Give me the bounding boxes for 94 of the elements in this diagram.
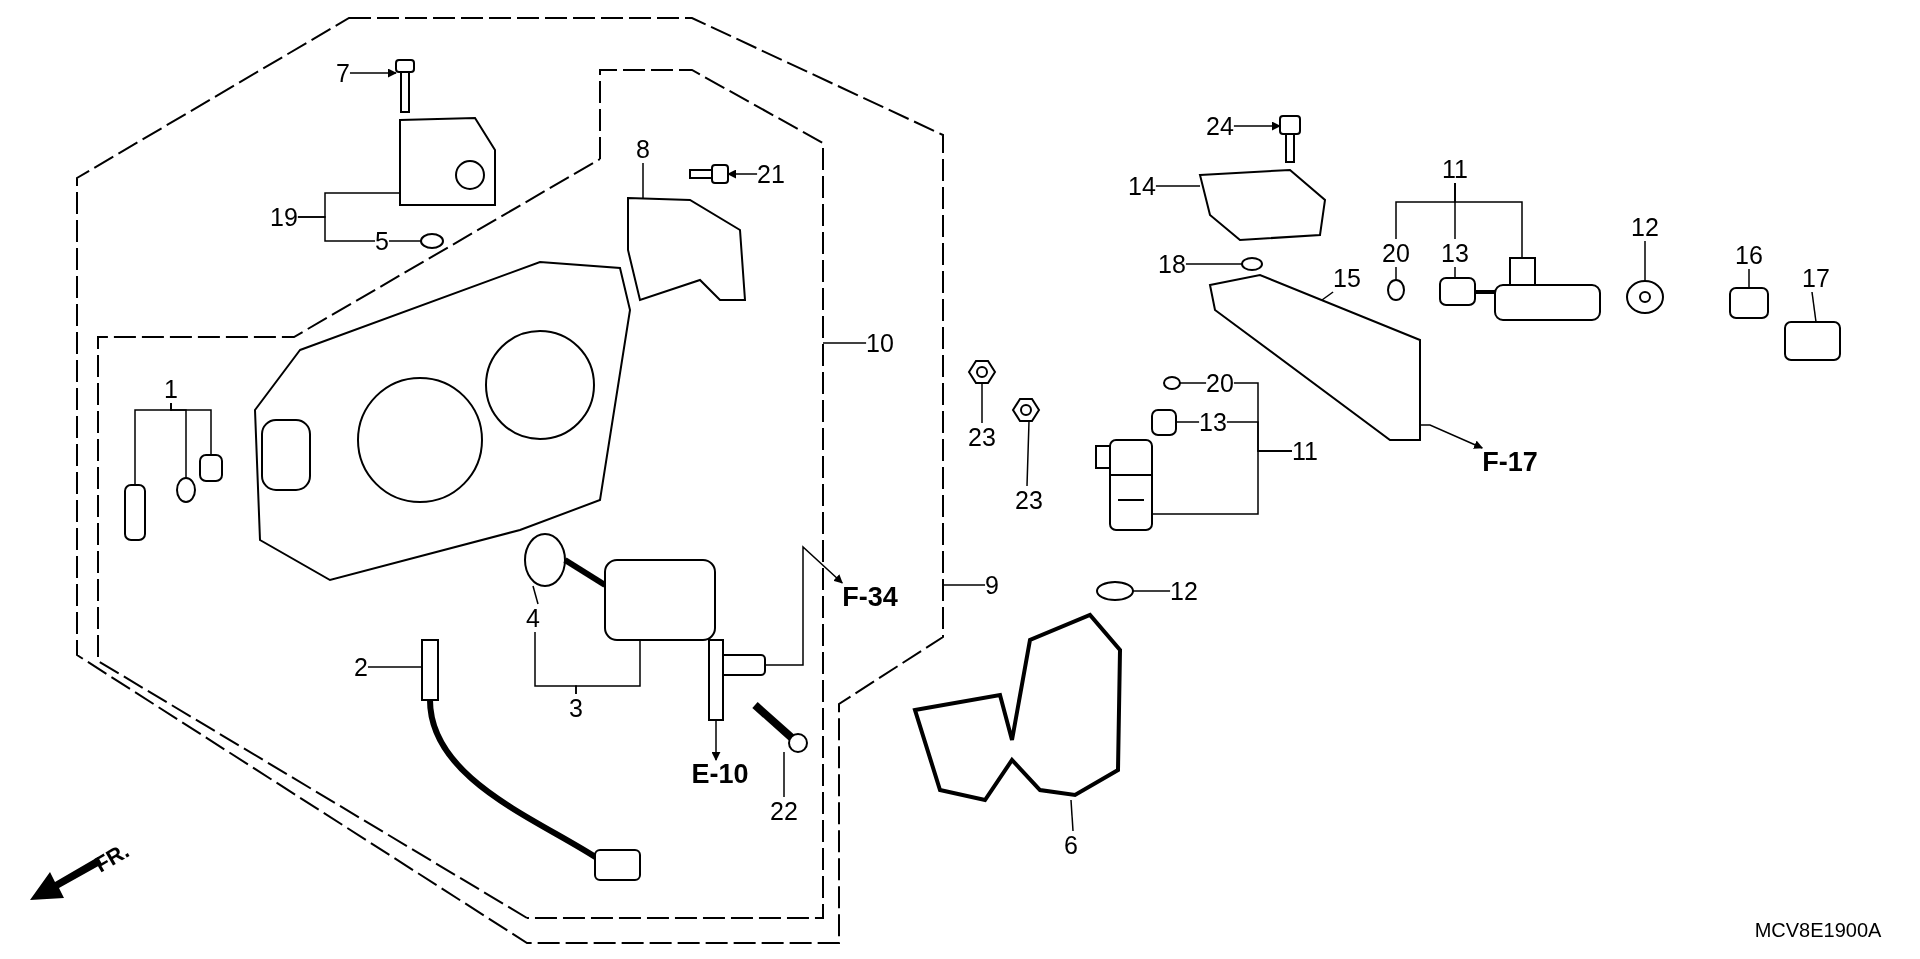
leader-line [367, 666, 423, 668]
leader-line [388, 240, 422, 242]
leader-line [1175, 421, 1200, 423]
bolt-drawing [395, 59, 415, 113]
washer [176, 477, 196, 503]
leader-line [1454, 182, 1523, 259]
callout-number: 21 [757, 160, 785, 188]
callout-number: 20 [1206, 369, 1234, 397]
callout-number: 23 [1015, 486, 1043, 514]
throttle-body-drawing [254, 261, 631, 582]
injector-drawing [1475, 257, 1601, 321]
callout-number: 16 [1735, 241, 1763, 269]
leader-line [1132, 590, 1171, 592]
grommet [1439, 277, 1476, 306]
leader-line [1155, 185, 1201, 187]
o-ring [420, 233, 444, 249]
cap [1729, 287, 1769, 319]
seal-ring-drawing [1096, 581, 1134, 601]
callout-number: 7 [336, 59, 350, 87]
o-ring [1163, 376, 1181, 390]
callout-number: 14 [1128, 172, 1156, 200]
callout-number: 2 [354, 653, 368, 681]
arrow [1233, 121, 1281, 131]
callout-number: 9 [985, 571, 999, 599]
leader-line [170, 402, 212, 456]
reference-label: F-17 [1482, 448, 1538, 476]
cover-drawing [1198, 168, 1327, 242]
diagram-code: MCV8E1900A [1754, 918, 1882, 943]
callout-number: 6 [1064, 831, 1078, 859]
callout-number: 12 [1631, 213, 1659, 241]
callout-number: 11 [1292, 437, 1318, 465]
sensor-drawing [399, 117, 496, 206]
callout-number: 1 [164, 375, 178, 403]
callout-number: 24 [1206, 112, 1234, 140]
washer [1241, 257, 1263, 271]
leader-line [1026, 420, 1030, 487]
leader-line [1454, 266, 1456, 279]
leader-line [942, 584, 986, 586]
leader-line [783, 751, 785, 798]
callout-number: 10 [866, 329, 894, 357]
seal-ring-drawing [1626, 280, 1664, 314]
screw [124, 484, 146, 541]
callout-number: 17 [1802, 264, 1830, 292]
spring [199, 454, 223, 482]
nut-drawing [1011, 398, 1041, 422]
callout-number: 4 [526, 604, 540, 632]
callout-number: 8 [636, 135, 650, 163]
callout-number: 5 [375, 227, 389, 255]
callout-number: 15 [1333, 264, 1361, 292]
valve-drawing [563, 557, 766, 721]
nut-drawing [967, 360, 997, 384]
leader-line [981, 382, 983, 424]
callout-number: 13 [1441, 239, 1469, 267]
callout-number: 13 [1199, 408, 1227, 436]
bracket-drawing [627, 196, 747, 302]
reference-label: F-34 [842, 583, 898, 611]
callout-number: 19 [270, 203, 298, 231]
injector-drawing [1095, 439, 1153, 531]
callout-number: 20 [1382, 239, 1410, 267]
bolt-drawing [752, 702, 808, 753]
leader-line [1395, 266, 1397, 281]
leader-line [1748, 268, 1750, 289]
arrow [1419, 424, 1484, 449]
reference-label: E-10 [691, 760, 749, 788]
bolt-drawing [1279, 115, 1301, 163]
leader-line [1179, 382, 1207, 384]
callout-number: 12 [1170, 577, 1198, 605]
callout-number: 18 [1158, 250, 1186, 278]
o-ring [1387, 279, 1405, 301]
arrow [711, 719, 721, 761]
o-ring [524, 533, 566, 587]
leader-line [822, 342, 867, 344]
leader-line [642, 162, 644, 199]
callout-number: 22 [770, 797, 798, 825]
leader-line [1151, 450, 1293, 515]
leader-line [532, 585, 539, 605]
cap [1784, 321, 1841, 361]
gasket-drawing [912, 612, 1122, 803]
callout-number: 11 [1442, 155, 1468, 183]
leader-line [1811, 291, 1817, 323]
arrow [349, 68, 397, 78]
callout-number: 3 [569, 694, 583, 722]
bolt-drawing [689, 164, 729, 184]
leader-line [1321, 291, 1334, 301]
arrow [727, 169, 758, 179]
sensor-drawing [421, 639, 641, 881]
leader-line [1185, 263, 1243, 265]
grommet [1151, 409, 1177, 436]
leader-line [1644, 240, 1646, 282]
leader-line [1070, 799, 1074, 832]
arrow [764, 545, 843, 666]
callout-number: 23 [968, 423, 996, 451]
leader-line [297, 216, 376, 242]
leader-line [575, 640, 641, 695]
